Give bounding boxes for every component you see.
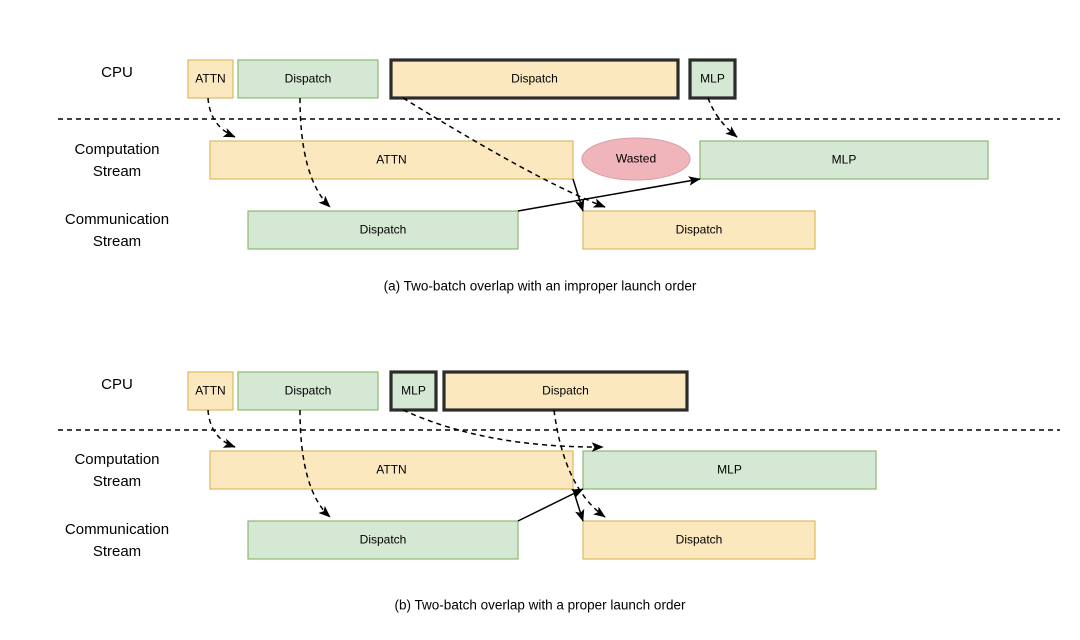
panel-a-label-computation-stream-line1: Computation [74, 141, 159, 158]
panel-b-cpu-b-cpu-dispatch [237, 371, 379, 411]
panel-a-label-computation-stream-line2: Stream [93, 163, 141, 180]
panel-b-comp-b-comp-mlp-label: MLP [717, 463, 742, 477]
panel-b-cpu-b-cpu-mlp-label: MLP [401, 384, 426, 398]
panel-a-cpu-a-cpu-dispatch1 [237, 59, 379, 99]
panel-b-comm-b-comm-dispatch1 [247, 520, 519, 560]
panel-a-comm-a-comm-dispatch2-label: Dispatch [676, 223, 723, 237]
panel-b-arrow-cpu-mlp-to-comp-mlp [402, 409, 604, 452]
panel-a-comm-a-comm-dispatch1 [247, 210, 519, 250]
panel-a-comm-a-comm-dispatch2 [582, 210, 816, 250]
panel-b-caption: (b) Two-batch overlap with a proper laun… [395, 598, 686, 613]
panel-b-comm-b-comm-dispatch2 [582, 520, 816, 560]
panel-b-cpu-b-cpu-mlp [389, 370, 438, 412]
panel-b-comm-b-comm-dispatch1-label: Dispatch [360, 533, 407, 547]
panel-a-cpu-a-cpu-attn [187, 59, 234, 99]
panel-a-label-communication-stream-line2: Stream [93, 233, 141, 250]
panel-b-cpu-b-cpu-attn [187, 371, 234, 411]
panel-a-cpu-a-cpu-mlp [688, 58, 737, 100]
panel-b-arrow-cpu-attn-to-comp-attn [207, 409, 236, 448]
panel-b-label-computation-stream-line1: Computation [74, 451, 159, 468]
panel-a-comp-a-comp-mlp [699, 140, 989, 180]
panel-b-cpu-b-cpu-dispatch-label: Dispatch [285, 384, 332, 398]
panel-a-cpu-a-cpu-dispatch2 [389, 58, 680, 100]
panel-b-label-communication-stream-line1: Communication [65, 521, 169, 538]
panel-a-comm-a-comm-dispatch1-label: Dispatch [360, 223, 407, 237]
panel-a-caption: (a) Two-batch overlap with an improper l… [384, 279, 697, 294]
panel-b-label-computation-stream-line2: Stream [93, 473, 141, 490]
panel-b-arrow-cpu-dispatch2-to-comm-dispatch2 [553, 409, 606, 518]
panel-b-arrow-cpu-dispatch1-to-comm-dispatch1 [299, 409, 331, 518]
panel-b-comm-b-comm-dispatch2-label: Dispatch [676, 533, 723, 547]
panel-a-comp-a-comp-attn [209, 140, 574, 180]
panel-b-comp-b-comp-attn-label: ATTN [376, 463, 406, 477]
panel-a-cpu-a-cpu-dispatch1-label: Dispatch [285, 72, 332, 86]
panel-a-arrow-dep-comp-attn-to-comm-dispatch2 [572, 178, 585, 212]
panel-b-comp-b-comp-attn [209, 450, 574, 490]
panel-b-cpu-b-cpu-dispatch2 [442, 370, 689, 412]
panel-a-cpu-a-cpu-mlp-label: MLP [700, 72, 725, 86]
panel-a-arrow-cpu-mlp-to-comp-mlp [707, 97, 738, 138]
panel-a-arrow-cpu-dispatch1-to-comm-dispatch1 [299, 97, 331, 208]
panel-b-label-cpu: CPU [101, 376, 133, 393]
panel-b-comp-b-comp-mlp [582, 450, 877, 490]
panel-a-arrow-dep-comm-dispatch1-to-comp-mlp [517, 176, 701, 212]
diagram-render-root: CPUComputationStreamCommunicationStreamA… [58, 58, 1060, 613]
panel-a-label-communication-stream-line1: Communication [65, 211, 169, 228]
panel-b-label-communication-stream-line2: Stream [93, 543, 141, 560]
panel-b-cpu-b-cpu-dispatch2-label: Dispatch [542, 384, 589, 398]
panel-a-comp-a-comp-mlp-label: MLP [832, 153, 857, 167]
panel-a-label-cpu: CPU [101, 64, 133, 81]
panel-b-cpu-b-cpu-attn-label: ATTN [195, 384, 225, 398]
panel-b-arrow-dep-comm-dispatch1-to-comp-mlp [517, 488, 584, 522]
panel-a-cpu-a-cpu-attn-label: ATTN [195, 72, 225, 86]
panel-a-arrow-cpu-dispatch2-to-comm-dispatch2 [402, 97, 606, 208]
panel-a-a-wasted [581, 137, 691, 181]
panel-a-cpu-a-cpu-dispatch2-label: Dispatch [511, 72, 558, 86]
panel-a-arrow-cpu-attn-to-comp-attn [207, 97, 236, 138]
panel-a-comp-a-comp-attn-label: ATTN [376, 153, 406, 167]
panel-b-arrow-dep-comp-attn-to-comm-dispatch2 [572, 488, 585, 522]
panel-a-a-wasted-label: Wasted [616, 152, 656, 166]
